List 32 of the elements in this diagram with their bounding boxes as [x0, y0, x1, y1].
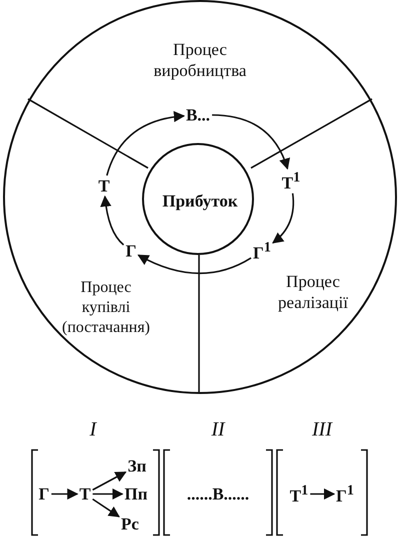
stage-numeral: II [211, 418, 225, 442]
arrow [92, 488, 124, 500]
formula-symbol: Г [38, 486, 50, 502]
formula-symbol: Г$^{1}$ [336, 484, 354, 504]
arrow [51, 488, 78, 500]
arrow [106, 111, 186, 176]
stage-numeral: I [90, 418, 96, 442]
arrow [272, 193, 294, 244]
sector-label: Процес реалізації [278, 270, 348, 314]
arrow [92, 471, 127, 491]
formula-symbol: Т$^{1}$ [290, 484, 308, 504]
arrow [92, 498, 120, 518]
arrow [212, 114, 290, 170]
stage-numeral: III [312, 418, 332, 442]
arrow [100, 195, 124, 246]
sector-label: Процес купівлі (постачання) [61, 278, 151, 338]
inner-circle [142, 143, 254, 255]
formula-symbol: Пп [124, 486, 148, 502]
formula-symbol: Г$^{1}$ [253, 240, 271, 262]
formula-symbol: В... [186, 106, 210, 124]
formula-symbol: Зп [128, 458, 146, 474]
arrow [137, 254, 252, 274]
formula-symbol: Т [79, 486, 91, 502]
center-label: Прибуток [162, 190, 238, 212]
formula-symbol: Г [126, 242, 136, 260]
formula-symbol: Т [98, 178, 110, 194]
arrow [310, 488, 336, 500]
sector-label: Процес виробництва [154, 38, 246, 82]
formula-symbol: Рс [121, 516, 139, 532]
formula-symbol: Т$^{1}$ [282, 170, 300, 192]
formula-symbol: ......В...... [186, 486, 250, 502]
outer-circle [3, 0, 397, 394]
